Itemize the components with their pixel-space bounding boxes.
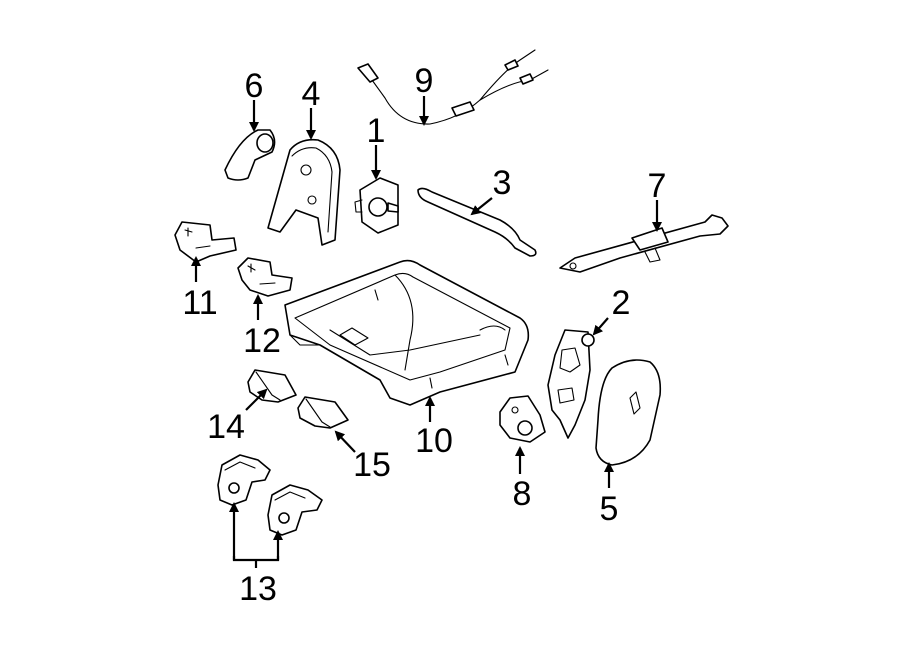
part-9-cable	[357, 49, 549, 125]
callout-labels: 1 2 3 4 5 6 7 8 9 10 11 12 13 14 15	[182, 62, 666, 608]
callout-6: 6	[245, 67, 264, 105]
callout-13: 13	[239, 570, 277, 608]
part-7-seat-track	[559, 214, 729, 273]
part-1-recliner-motor	[354, 177, 399, 234]
callout-15: 15	[353, 446, 391, 484]
callout-1: 1	[367, 112, 386, 150]
callout-12: 12	[243, 322, 281, 360]
part-4-side-shield	[267, 138, 341, 246]
callout-8: 8	[513, 475, 532, 513]
part-11-bracket	[174, 221, 237, 263]
part-14-cover	[247, 369, 297, 403]
part-10-seat-cushion-frame	[284, 259, 530, 406]
leader-2	[592, 317, 609, 336]
callout-3: 3	[493, 164, 512, 202]
callout-5: 5	[600, 490, 619, 528]
part-6-knob	[224, 129, 276, 181]
callout-2: 2	[612, 284, 631, 322]
leader-14	[245, 388, 268, 411]
part-3-rod	[417, 187, 537, 257]
callout-4: 4	[302, 75, 321, 113]
part-5-side-cover	[595, 359, 662, 466]
part-12-bracket	[237, 257, 293, 297]
part-8-recliner-latch	[499, 395, 546, 443]
callout-7: 7	[648, 167, 667, 205]
callout-9: 9	[415, 62, 434, 100]
leader-lines	[191, 96, 662, 568]
leader-13	[232, 556, 280, 562]
callout-10: 10	[415, 422, 453, 460]
leader-15	[334, 430, 356, 453]
leader-3	[470, 197, 493, 216]
callout-14: 14	[207, 408, 245, 446]
part-15-cover	[297, 396, 349, 429]
part-2-hinge-plate	[547, 329, 595, 439]
callout-11: 11	[182, 284, 217, 322]
